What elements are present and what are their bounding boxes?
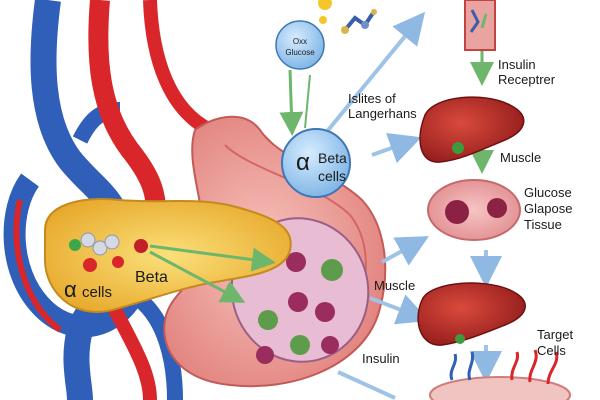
label-insulin-receptor-2: Receptrer (498, 72, 556, 87)
label-pancreas-beta: Beta (135, 269, 168, 286)
label-target-2: Cells (537, 343, 566, 358)
label-glucose-1: Glucose (524, 185, 572, 200)
glucose-circle-label-2: Glucose (285, 48, 315, 57)
liver-top (419, 96, 525, 163)
artery-red-bottom (103, 296, 157, 400)
label-pancreas-cells: cells (82, 284, 112, 301)
gallbladder-top (452, 142, 464, 154)
artery-red (88, 0, 167, 232)
glucose-molecules (318, 0, 377, 34)
pancreas (44, 198, 292, 313)
islet-circle-cells: cells (318, 168, 346, 184)
label-pancreas-alpha: α (64, 277, 77, 302)
label-islets-2: Langerhans (348, 106, 417, 121)
arrows-blue (318, 11, 502, 400)
label-insulin-bottom: Insulin (362, 351, 400, 366)
label-glucose-2: Glapose (524, 201, 572, 216)
liver-bottom (417, 282, 526, 346)
artery-red-left (13, 199, 62, 333)
islet-circle-beta: Beta (318, 150, 347, 166)
glucose-cell (427, 179, 521, 241)
label-insulin-receptor-1: Insulin (498, 57, 536, 72)
label-muscle-right: Muscle (500, 150, 541, 165)
receptor-vessel (464, 0, 496, 51)
label-islets-1: Islites of (348, 91, 396, 106)
islet-circle-alpha: α (296, 149, 310, 176)
label-muscle-mid: Muscle (374, 278, 415, 293)
islet-circle (281, 128, 351, 198)
gallbladder-bottom (455, 334, 465, 344)
glucose-circle-label-1: Oxx (293, 37, 307, 46)
glucose-circle (275, 20, 325, 70)
label-glucose-3: Tissue (524, 217, 562, 232)
target-cells (429, 349, 571, 400)
label-target-1: Target (537, 327, 574, 342)
islet-cluster (69, 232, 148, 272)
arrows-green (149, 50, 494, 303)
